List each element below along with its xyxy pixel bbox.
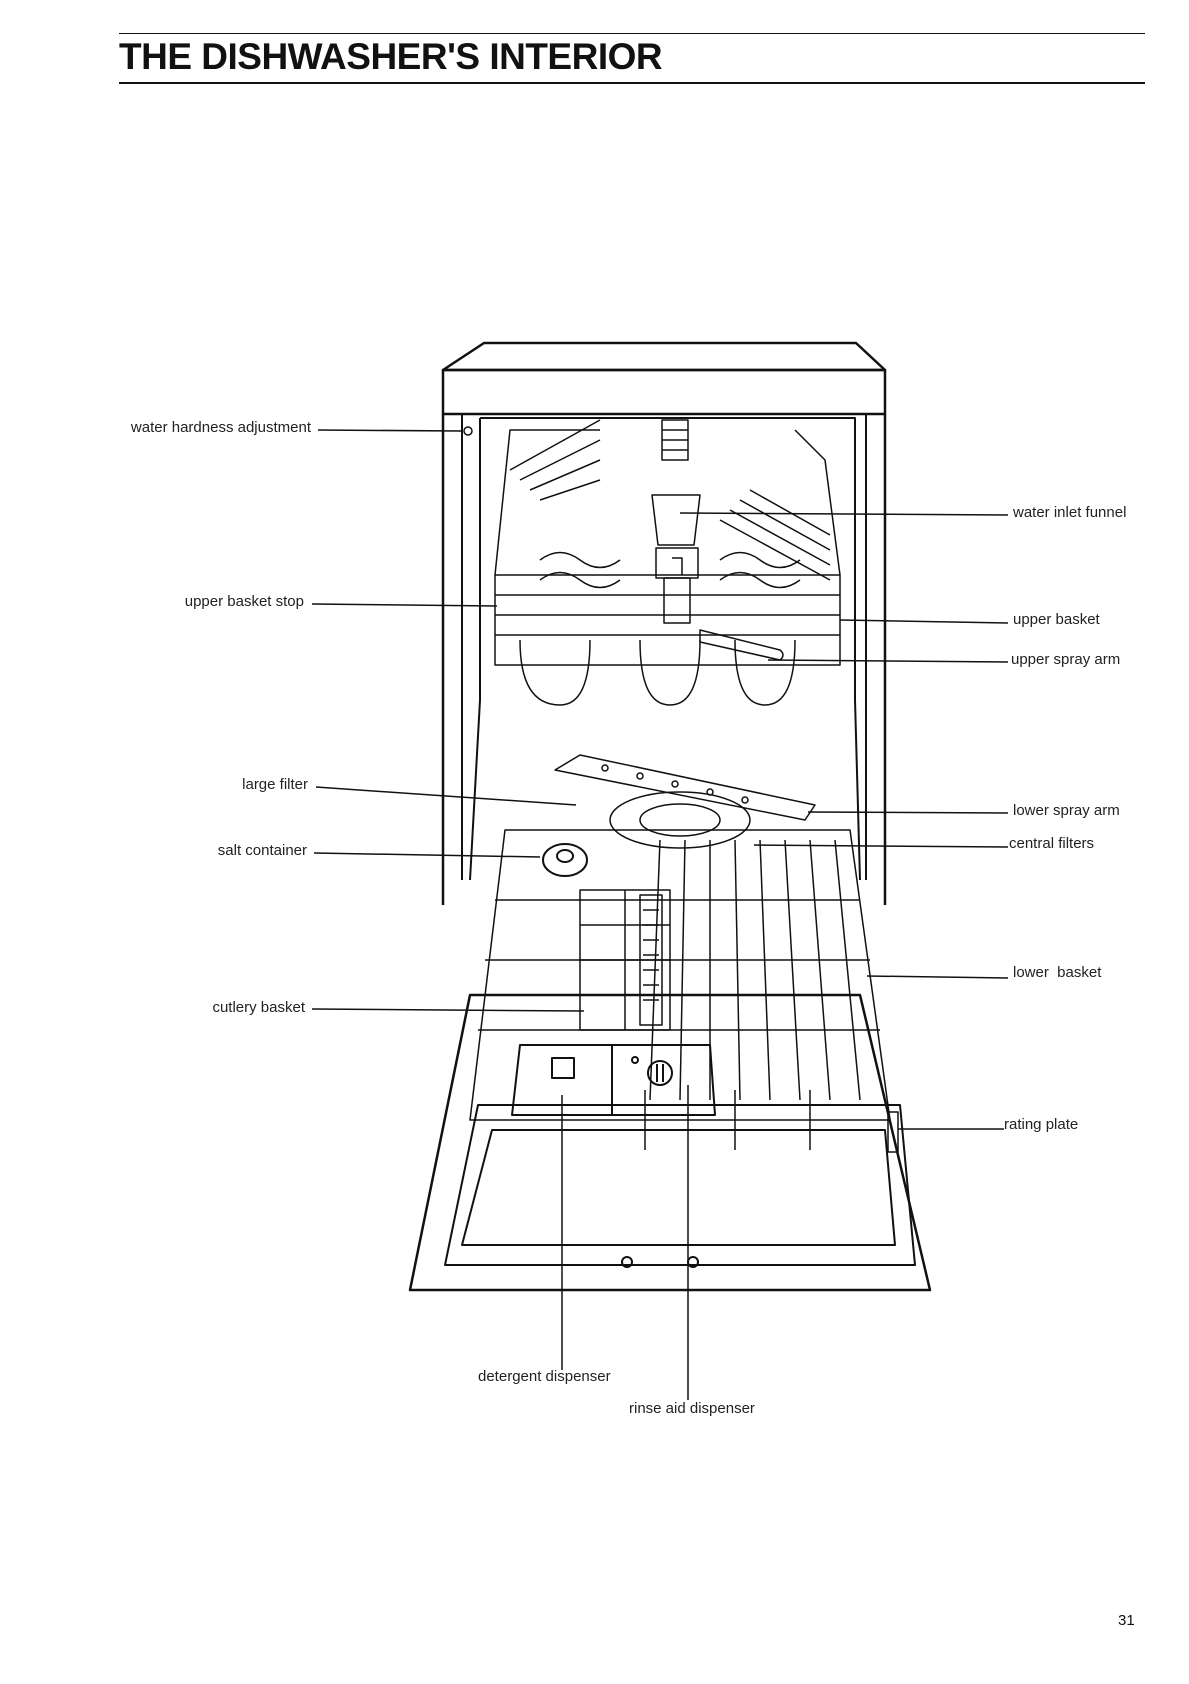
upper-basket-drawing <box>495 420 840 705</box>
cutlery-basket-drawing <box>580 890 670 1030</box>
label-salt-container: salt container <box>218 842 307 859</box>
open-door <box>410 995 930 1290</box>
label-water-hardness-adjustment: water hardness adjustment <box>131 419 311 436</box>
label-cutlery-basket: cutlery basket <box>212 999 305 1016</box>
leader-lower-spray-arm <box>808 812 1008 813</box>
label-large-filter: large filter <box>242 776 308 793</box>
water-hardness-knob-drawing <box>464 427 472 435</box>
label-upper-basket-stop: upper basket stop <box>185 593 304 610</box>
label-lower-spray-arm: lower spray arm <box>1013 802 1120 819</box>
label-upper-spray-arm: upper spray arm <box>1011 651 1120 668</box>
label-water-inlet-funnel: water inlet funnel <box>1013 504 1126 521</box>
page-number: 31 <box>1118 1612 1135 1629</box>
label-detergent-dispenser: detergent dispenser <box>478 1368 611 1385</box>
inlet-funnel-drawing <box>652 420 700 623</box>
cabinet-outline <box>443 343 885 905</box>
leader-cutlery-basket <box>312 1009 584 1011</box>
leader-water-inlet-funnel <box>680 513 1008 515</box>
leader-lower-basket <box>867 976 1008 978</box>
leader-upper-basket-stop <box>312 604 497 606</box>
salt-container-drawing <box>543 844 587 876</box>
lower-spray-arm-drawing <box>555 755 815 848</box>
label-lower-basket: lower basket <box>1013 964 1101 981</box>
leader-salt-container <box>314 853 540 857</box>
lower-basket-drawing <box>470 830 890 1150</box>
label-central-filters: central filters <box>1009 835 1094 852</box>
label-rating-plate: rating plate <box>1004 1116 1078 1133</box>
label-upper-basket: upper basket <box>1013 611 1100 628</box>
leader-large-filter <box>316 787 576 805</box>
leader-upper-spray-arm <box>768 660 1008 662</box>
leader-water-hardness <box>318 430 462 431</box>
leader-central-filters <box>754 845 1008 847</box>
label-rinse-aid-dispenser: rinse aid dispenser <box>629 1400 755 1417</box>
